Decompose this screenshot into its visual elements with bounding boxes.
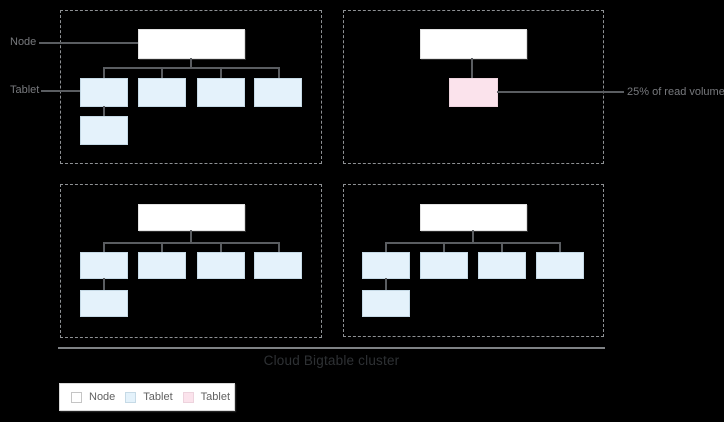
legend: Node Tablet Tablet [59,383,235,411]
connector-line [501,242,503,252]
tablet-box [138,252,186,279]
legend-item-node: Node [71,391,115,403]
connector-line [103,278,105,290]
zone-box-4 [343,184,604,337]
connector-line [220,242,222,252]
connector-line [471,58,473,78]
node-swatch [71,391,82,403]
connector-line [190,58,192,68]
read-volume-note: 25% of read volume [627,86,724,98]
tablet-box [80,252,128,279]
tablet-box [197,78,245,107]
connector-line [385,242,387,252]
connector-line [278,67,280,78]
node-box-3 [138,204,245,231]
tablet-box [478,252,526,279]
node-callout-line [39,42,138,44]
connector-line [161,242,163,252]
node-box-1 [138,29,245,59]
tablet-box [420,252,468,279]
connector-line [385,278,387,290]
tablet-callout-label: Tablet [10,84,40,96]
tablet-box [197,252,245,279]
connector-line [103,67,280,69]
tablet-box [362,252,410,279]
tablet-box [254,78,302,107]
cluster-title: Cloud Bigtable cluster [263,353,400,368]
connector-line [103,67,105,78]
tablet-box [80,78,128,107]
cluster-bracket-line [58,347,605,349]
tablet-box [80,290,128,317]
connector-line [559,242,561,252]
connector-line [103,106,105,116]
tablet-box [80,116,128,145]
connector-line [161,67,163,78]
tablet-swatch [125,391,137,403]
hot-tablet-swatch [182,391,194,403]
hot-tablet-box [449,78,498,107]
legend-label-hot-tablet: Tablet [200,391,231,403]
connector-line [443,242,445,252]
connector-line [385,242,561,244]
zone-box-1 [60,10,322,164]
connector-line [472,230,474,243]
tablet-box [362,290,410,317]
node-callout-label: Node [10,36,37,48]
legend-item-hot-tablet: Tablet [182,391,231,403]
zone-box-3 [60,184,322,338]
connector-line [103,242,105,252]
tablet-callout-line [41,90,80,92]
legend-item-tablet: Tablet [125,391,173,403]
connector-line [103,242,280,244]
node-box-2 [420,29,527,59]
tablet-box [254,252,302,279]
legend-label-node: Node [89,391,116,403]
connector-line [278,242,280,252]
connector-line [220,67,222,78]
tablet-box [138,78,186,107]
legend-label-tablet: Tablet [143,391,173,403]
node-box-4 [420,204,527,231]
read-volume-callout-line [497,91,624,93]
tablet-box [536,252,584,279]
zone-box-2 [343,10,604,164]
connector-line [190,230,192,243]
